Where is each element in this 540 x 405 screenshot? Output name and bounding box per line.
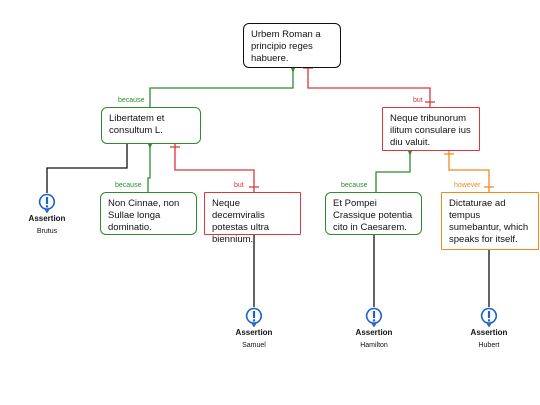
assertion-hamilton[interactable]: Assertion Hamilton — [344, 307, 404, 350]
exclamation-icon — [38, 193, 56, 213]
connector-libertatem-cinnae — [147, 144, 151, 192]
exclamation-icon — [480, 307, 498, 327]
claim-root[interactable]: Urbem Roman a principio reges habuere. — [243, 23, 341, 68]
support-arrow-icon — [291, 68, 295, 73]
rebuttal-bar-icon — [444, 153, 494, 188]
exclamation-icon — [245, 307, 263, 327]
connector-neque-pompei — [375, 151, 411, 192]
oppose-bar-icon — [170, 146, 259, 188]
connector-label-because: because — [118, 97, 145, 104]
connector-libertatem-brutus — [46, 144, 128, 193]
assertion-hubert[interactable]: Assertion Hubert — [459, 307, 519, 350]
support-arrow-icon — [408, 151, 412, 156]
connector-neque-dictaturae — [448, 151, 490, 192]
connector-label-because: because — [341, 182, 368, 189]
oppose-bar-icon — [303, 67, 435, 103]
assertion-brutus[interactable]: Assertion Brutus — [17, 193, 77, 236]
assertion-samuel[interactable]: Assertion Samuel — [224, 307, 284, 350]
claim-neque-decemviralis[interactable]: Neque decemviralis potestas ultra bienni… — [204, 192, 301, 245]
assertion-author: Hubert — [478, 342, 500, 349]
assertion-author: Samuel — [242, 342, 266, 349]
connector-label-however: however — [454, 182, 481, 189]
connector-label-because: because — [115, 182, 142, 189]
assertion-title: Assertion — [28, 214, 66, 223]
connector-root-libertatem — [149, 68, 294, 107]
claim-et-pompei[interactable]: Et Pompei Crassique potentia cito in Cae… — [325, 192, 422, 235]
exclamation-icon — [365, 307, 383, 327]
assertion-title: Assertion — [355, 328, 393, 337]
assertion-title: Assertion — [235, 328, 273, 337]
connector-libertatem-decemviralis — [174, 144, 255, 192]
connector-root-neque — [307, 68, 431, 107]
connector-label-but: but — [234, 182, 244, 189]
assertion-author: Brutus — [36, 228, 58, 235]
assertion-title: Assertion — [470, 328, 508, 337]
assertion-author: Hamilton — [360, 342, 388, 349]
claim-libertatem[interactable]: Libertatem et consultum L. — [101, 107, 201, 144]
support-arrow-icon — [148, 144, 152, 149]
connector-label-but: but — [413, 97, 423, 104]
claim-non-cinnae[interactable]: Non Cinnae, non Sullae longa dominatio. — [100, 192, 197, 235]
claim-neque-tribunorum[interactable]: Neque tribunorum ilitum consulare ius di… — [382, 107, 480, 151]
claim-dictaturae[interactable]: Dictaturae ad tempus sumebantur, which s… — [441, 192, 539, 250]
